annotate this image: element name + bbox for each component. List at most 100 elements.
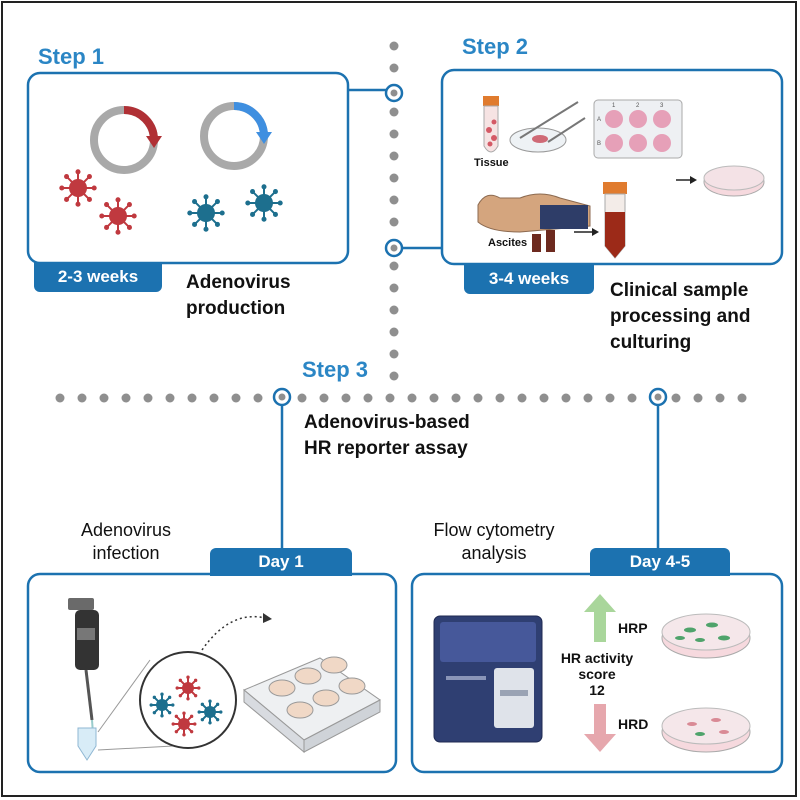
step2-caption-line3: culturing [610, 332, 692, 353]
ascites-bottles-icon [532, 230, 555, 252]
ascites-label: Ascites [488, 237, 528, 249]
divider-dot [389, 195, 399, 205]
flow-cytometer-icon [433, 615, 543, 743]
virus-icon [175, 675, 201, 701]
plate-row-b: B [597, 141, 601, 147]
divider-dot [473, 393, 483, 403]
hr-activity-score: HR activity score 12 [552, 650, 642, 698]
step3-title: Step 3 [302, 357, 369, 382]
dashed-arrow [201, 616, 266, 651]
divider-dot [385, 393, 395, 403]
hrp-label: HRP [618, 620, 648, 636]
divider-dot [627, 393, 637, 403]
virus-icon [171, 711, 197, 737]
divider-dot [187, 393, 197, 403]
plate-col-3: 3 [660, 103, 664, 109]
divider-dot [389, 41, 399, 51]
divider-dot [389, 173, 399, 183]
step2-caption: Clinical sample processing and culturing [610, 278, 790, 356]
divider-dot [561, 393, 571, 403]
divider-dot [55, 393, 65, 403]
divider-dot [429, 393, 439, 403]
well-plate-infected-icon [243, 656, 381, 754]
day45-badge: Day 4-5 [590, 548, 730, 576]
score-line2: score [578, 666, 616, 682]
step1-duration-badge: 2-3 weeks [34, 262, 162, 292]
divider-dot [737, 393, 747, 403]
step1-caption: Adenovirus production [186, 270, 346, 322]
adenovirus-icons [59, 169, 283, 235]
divider-dot [495, 393, 505, 403]
day45-caption-line1: Flow cytometry [433, 520, 555, 540]
divider-dot [389, 151, 399, 161]
adenovirus-icons [149, 675, 223, 737]
divider-dot [451, 393, 461, 403]
divider-dot [143, 393, 153, 403]
divider-dot [341, 393, 351, 403]
step3-caption-line2: HR reporter assay [304, 438, 468, 459]
hrd-label: HRD [618, 716, 649, 732]
divider-dot [231, 393, 241, 403]
divider-dot [389, 107, 399, 117]
horizontal-dotted-divider [55, 393, 747, 403]
divider-dot [693, 393, 703, 403]
step2-title: Step 2 [462, 34, 529, 59]
divider-dot [539, 393, 549, 403]
divider-dot [389, 371, 399, 381]
divider-dot [319, 393, 329, 403]
virus-icon [99, 197, 137, 235]
divider-dot [363, 393, 373, 403]
step3-caption: Adenovirus-based HR reporter assay [304, 410, 524, 462]
divider-dot [671, 393, 681, 403]
virus-icon [59, 169, 97, 207]
step1-caption-line1: Adenovirus [186, 272, 291, 293]
divider-dot [389, 283, 399, 293]
divider-dot [583, 393, 593, 403]
conical-tube-icon [603, 182, 627, 259]
plate-col-2: 2 [636, 103, 640, 109]
virus-icon [197, 699, 223, 725]
arrow-right-icon [574, 228, 599, 236]
arrow-down-icon [584, 704, 616, 752]
day1-caption: Adenovirus infection [66, 519, 186, 565]
divider-dot [121, 393, 131, 403]
divider-dot [389, 305, 399, 315]
divider-dot [407, 393, 417, 403]
divider-dot [389, 217, 399, 227]
score-line1: HR activity [560, 650, 634, 666]
virus-icon [149, 692, 175, 718]
plate-row-a: A [597, 117, 601, 123]
step1-title: Step 1 [38, 44, 105, 69]
virus-icon [245, 184, 283, 222]
divider-dot [389, 327, 399, 337]
vertical-dotted-divider [389, 41, 399, 381]
microtube-icon [77, 727, 97, 761]
step2-caption-line2: processing and [610, 306, 751, 327]
divider-dot [715, 393, 725, 403]
step2-duration-badge: 3-4 weeks [464, 264, 594, 294]
tissue-tube-icon [483, 96, 499, 153]
tissue-label: Tissue [474, 157, 509, 169]
divider-dot [77, 393, 87, 403]
divider-dot [297, 393, 307, 403]
divider-dot [605, 393, 615, 403]
day1-badge: Day 1 [210, 548, 352, 576]
step2-caption-line1: Clinical sample [610, 280, 749, 301]
plate-col-1: 1 [612, 103, 616, 109]
divider-dot [389, 349, 399, 359]
plasmid-red-icon [90, 106, 162, 174]
step3-caption-line1: Adenovirus-based [304, 412, 470, 433]
day1-caption-line2: infection [92, 543, 160, 563]
step1-panel [26, 71, 350, 265]
divider-dot [253, 393, 263, 403]
six-well-plate-icon [593, 99, 683, 159]
arrow-right-icon [676, 176, 697, 184]
divider-dot [517, 393, 527, 403]
divider-dot [389, 63, 399, 73]
step1-caption-line2: production [186, 298, 286, 319]
divider-dot [165, 393, 175, 403]
divider-dot [389, 261, 399, 271]
